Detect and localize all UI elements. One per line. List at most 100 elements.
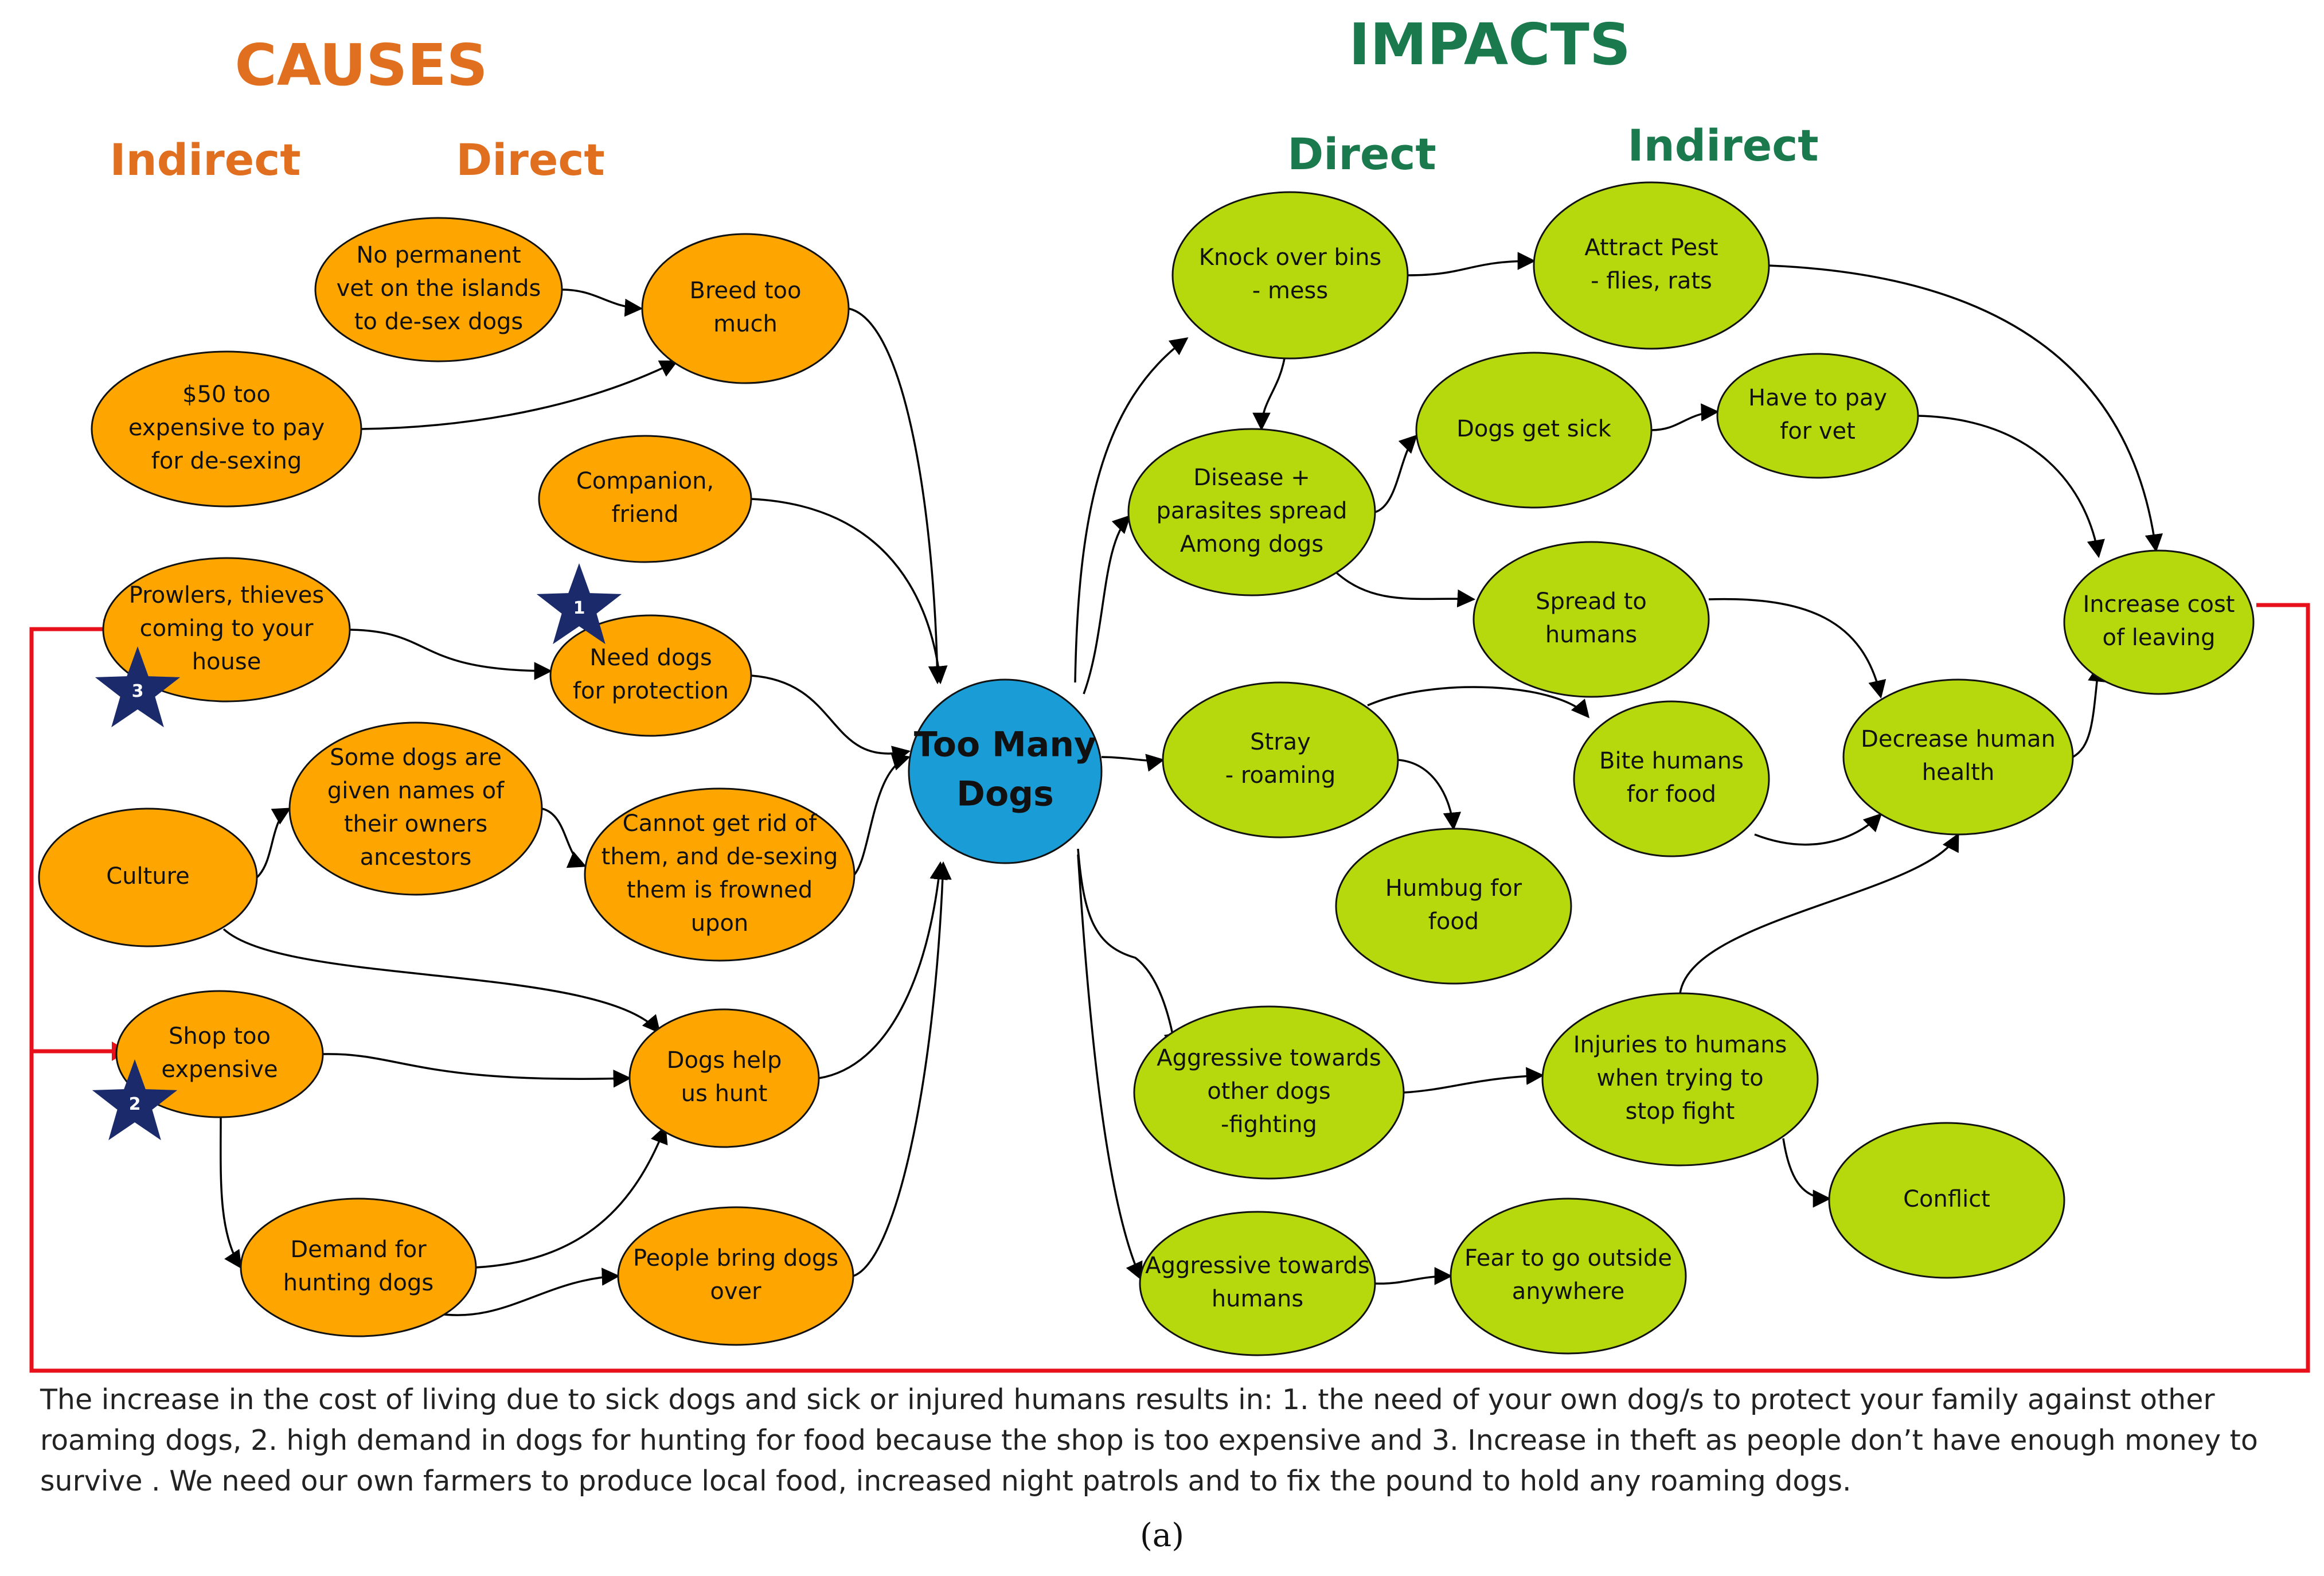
- node-label-line: ancestors: [360, 844, 472, 871]
- node-label-line: Stray: [1250, 729, 1311, 755]
- node-label-line: - mess: [1252, 278, 1328, 304]
- arrow-hunt-to-center: [818, 861, 948, 1079]
- impact-node-conflict: Conflict: [1828, 1122, 2065, 1279]
- star3-marker: 3: [95, 646, 181, 728]
- impact-ellipse-stray: [1162, 681, 1399, 838]
- arrow-stray-to-bite: [1367, 686, 1590, 719]
- arrow-center-to-bins: [1074, 337, 1189, 683]
- arrow-bring-to-center: [853, 861, 952, 1277]
- node-label-line: house: [192, 649, 261, 675]
- cause-ellipse-cannot: [584, 787, 856, 962]
- arrow-breed-to-center: [848, 307, 947, 685]
- node-label-line: Dogs: [956, 774, 1054, 814]
- arrow-pest-to-costliving: [1768, 264, 2163, 553]
- node-label-line: expensive to pay: [128, 415, 325, 441]
- arrow-bins-to-pest: [1407, 252, 1536, 276]
- node-label-line: $50 too: [182, 381, 271, 408]
- cause-ellipse-demand: [240, 1197, 477, 1337]
- arrow-culture-to-names: [256, 807, 291, 879]
- node-label-line: Decrease human: [1861, 726, 2056, 752]
- node-label-line: when trying to: [1596, 1065, 1763, 1091]
- node-label-line: stop fight: [1626, 1098, 1735, 1125]
- feedback-loop-line: [29, 603, 2310, 1373]
- arrow-disease-to-spread: [1335, 571, 1476, 608]
- node-label-line: People bring dogs: [633, 1245, 838, 1271]
- node-label-line: them is frowned: [627, 877, 813, 903]
- node-label-line: Breed too: [690, 278, 802, 304]
- node-label-line: Need dogs: [589, 645, 712, 671]
- node-label-line: - flies, rats: [1591, 268, 1712, 294]
- arrow-demand-to-hunt: [475, 1125, 668, 1269]
- impact-ellipse-spread: [1472, 541, 1710, 698]
- arrow-payvet-to-costliving: [1917, 415, 2105, 559]
- impact-ellipse-bite: [1573, 700, 1770, 857]
- impact-node-stray: Stray - roaming: [1162, 681, 1399, 838]
- cause-ellipse-names: [288, 721, 543, 896]
- star-icon: [95, 646, 181, 728]
- figure-label: (a): [1139, 1517, 1185, 1554]
- cause-ellipse-cost50: [91, 350, 362, 508]
- node-label-line: anywhere: [1512, 1278, 1624, 1305]
- impact-ellipse-humbug: [1335, 828, 1572, 985]
- impact-ellipse-sick: [1415, 352, 1653, 509]
- arrow-prowlers-to-protection: [349, 629, 553, 680]
- node-label-line: No permanent: [356, 242, 521, 268]
- node-label-line: Dogs get sick: [1456, 416, 1612, 442]
- cause-node-companion: Companion, friend: [538, 435, 752, 563]
- node-label-line: food: [1428, 908, 1479, 935]
- star-icon: [92, 1059, 178, 1141]
- cause-ellipse-prowlers: [102, 557, 351, 703]
- node-label-line: Culture: [106, 863, 190, 890]
- impact-node-pest: Attract Pest- flies, rats: [1533, 181, 1770, 350]
- arrow-disease-to-sick: [1374, 434, 1418, 513]
- cause-ellipse-bring: [617, 1206, 854, 1346]
- node-label-line: them, and de-sexing: [601, 844, 838, 870]
- cause-ellipse-culture: [38, 807, 258, 947]
- arrow-injuries-to-health: [1679, 833, 1959, 994]
- node-label-line: - roaming: [1225, 762, 1336, 789]
- arrow-spread-to-health: [1708, 598, 1886, 699]
- node-label-line: upon: [691, 910, 749, 937]
- arrow-protection-to-center: [751, 674, 911, 764]
- figure-caption: The increase in the cost of living due t…: [40, 1383, 2258, 1497]
- impact-ellipse-pest: [1533, 181, 1770, 350]
- arrow-vet-to-breed: [561, 288, 643, 317]
- arrow-bite-to-health: [1754, 813, 1882, 846]
- arrow-cannot-to-center: [853, 753, 911, 876]
- arrow-center-to-aggdogs: [1077, 848, 1182, 1052]
- node-label-line: Companion,: [576, 468, 714, 494]
- node-label-line: friend: [612, 501, 679, 528]
- node-label-line: for food: [1627, 781, 1716, 807]
- star-number: 1: [573, 598, 585, 618]
- cause-ellipse-shop: [115, 990, 324, 1118]
- node-label-line: Among dogs: [1180, 531, 1323, 557]
- cause-node-cost50: $50 too expensive to pay for de-sexing: [91, 350, 362, 508]
- node-label-line: Bite humans: [1599, 748, 1744, 774]
- impact-ellipse-bins: [1171, 191, 1409, 360]
- node-label-line: Injuries to humans: [1573, 1032, 1787, 1058]
- arrow-injuries-to-conflict: [1782, 1138, 1831, 1208]
- node-label-line: Spread to: [1536, 588, 1647, 615]
- node-label-line: Shop too: [169, 1023, 271, 1050]
- impacts-heading: IMPACTS: [1349, 11, 1631, 78]
- impact-node-injuries: Injuries to humans when trying to stop fig…: [1541, 992, 1819, 1167]
- impact-ellipse-agghumans: [1139, 1211, 1376, 1356]
- impact-ellipse-costliving: [2063, 549, 2255, 695]
- node-label-line: for de-sexing: [151, 448, 302, 474]
- cause-ellipse-breed: [641, 233, 850, 384]
- star-number: 3: [132, 681, 144, 701]
- impact-ellipse-fear: [1450, 1197, 1687, 1355]
- arrow-companion-to-center: [751, 498, 948, 685]
- impact-node-bite: Bite humans for food: [1573, 700, 1770, 857]
- arrow-names-to-cannot: [541, 807, 587, 868]
- node-label-line: Prowlers, thieves: [129, 582, 325, 608]
